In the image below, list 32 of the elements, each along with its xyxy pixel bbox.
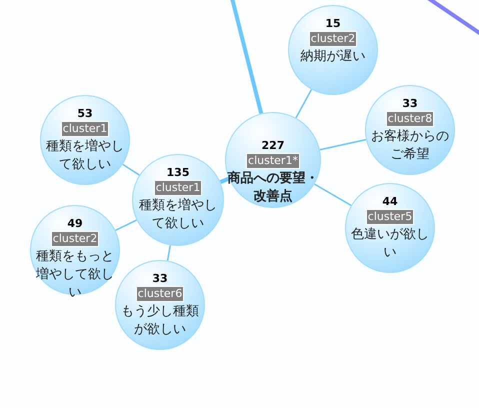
count-label: 227 — [262, 139, 284, 152]
connector-line — [220, 176, 230, 184]
topic-label: お客様からのご希望 — [370, 128, 450, 164]
topic-label: 種類をもっと増やして欲しい — [35, 248, 115, 302]
topic-label: 商品への要望・改善点 — [227, 170, 319, 206]
connector-line — [166, 245, 171, 261]
cluster-tag: cluster1 — [60, 121, 110, 137]
connector-line — [115, 219, 137, 232]
connector-line — [230, 0, 264, 114]
topic-label: 納期が遅い — [300, 48, 366, 66]
count-label: 15 — [325, 17, 341, 30]
cluster-tag: cluster2 — [308, 31, 358, 47]
cluster-tag: cluster1* — [246, 153, 300, 169]
cluster-tag: cluster5 — [366, 209, 414, 225]
count-label: 49 — [67, 217, 83, 230]
topic-label: 種類を増やして欲しい — [138, 197, 218, 234]
cluster-tag: cluster8 — [386, 111, 434, 127]
connector-line — [295, 89, 312, 118]
topic-label: もう少し種類が欲しい — [120, 303, 200, 339]
connector-line — [320, 138, 366, 150]
count-label: 44 — [382, 195, 398, 208]
cluster-tag: cluster6 — [136, 286, 184, 302]
count-label: 33 — [402, 97, 418, 110]
cluster-tag: cluster2 — [50, 231, 100, 247]
count-label: 33 — [152, 272, 168, 285]
topic-label: 種類を増やして欲しい — [45, 138, 125, 174]
connector-line — [314, 183, 352, 206]
count-label: 135 — [166, 166, 190, 180]
connector-line — [122, 164, 140, 176]
topic-label: 色違いが欲しい — [350, 226, 430, 262]
count-label: 53 — [77, 107, 93, 120]
cluster-tag: cluster1 — [154, 180, 202, 196]
